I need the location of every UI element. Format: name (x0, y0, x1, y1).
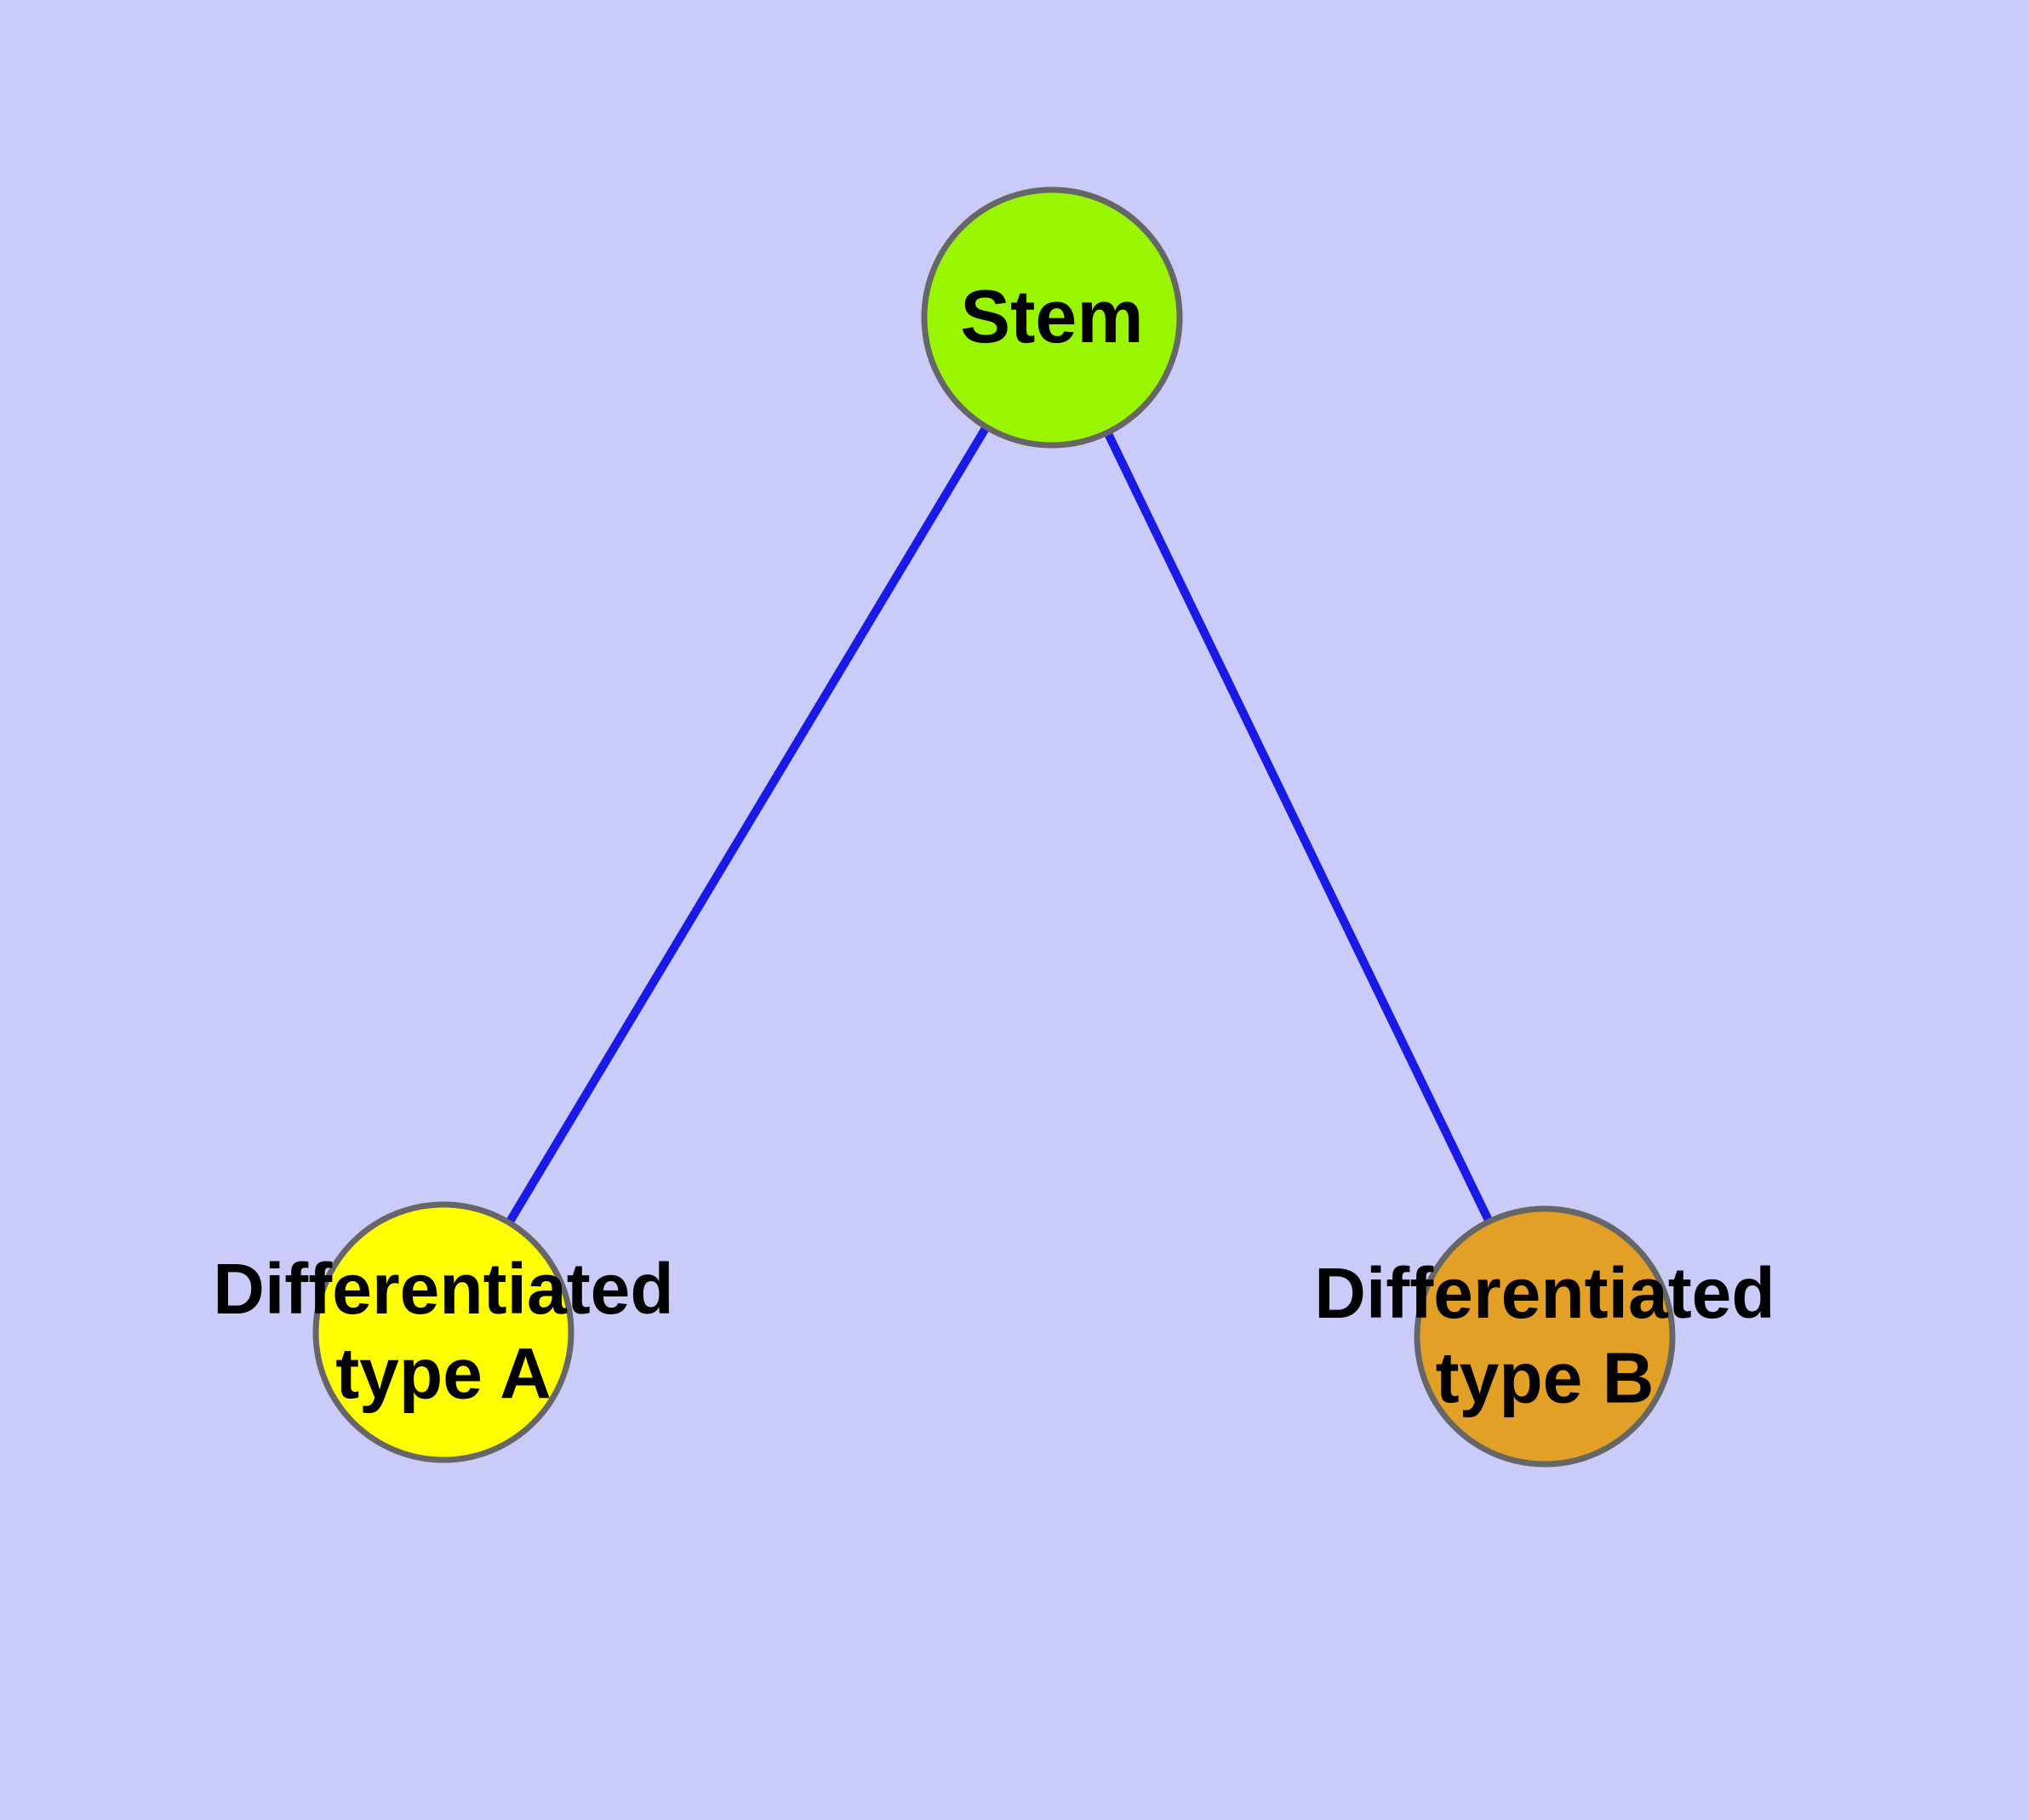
edge-layer (505, 425, 1494, 1225)
label-layer: Stem Differentiated type A Differentiate… (213, 274, 1775, 1417)
node-differentiated-type-a[interactable] (312, 1201, 574, 1463)
edge-stem-to-differentiated-b[interactable] (1103, 430, 1494, 1224)
edge-stem-to-differentiated-a[interactable] (505, 425, 991, 1225)
node-label-stem: Stem (960, 274, 1143, 358)
node-label-differentiated-a-line1: Differentiated (213, 1249, 673, 1329)
node-stem[interactable] (921, 186, 1183, 449)
node-label-differentiated-b-line2: type B (1436, 1337, 1655, 1417)
node-layer (312, 186, 1676, 1468)
node-label-differentiated-a-line2: type A (335, 1333, 552, 1413)
node-differentiated-type-b[interactable] (1414, 1205, 1676, 1468)
node-label-differentiated-b-line1: Differentiated (1314, 1253, 1775, 1333)
